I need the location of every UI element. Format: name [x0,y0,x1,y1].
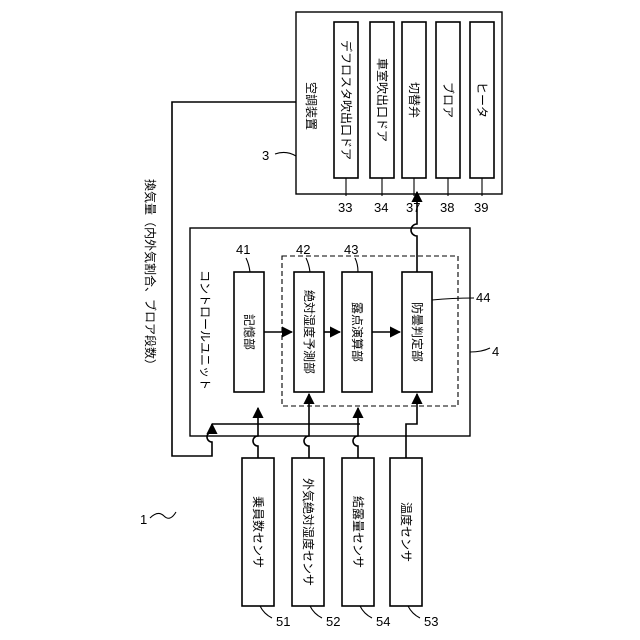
leader-53 [408,606,420,618]
leader-54 [360,606,372,618]
component-label: デフロスタ吹出口ドア [339,40,354,160]
component-label: 切替弁 [407,82,422,118]
control-unit-title: コントロールユニット [198,270,212,390]
component-label: ヒータ [475,82,489,118]
ref-54: 54 [376,614,390,629]
storage-unit: 記憶部 [234,272,264,392]
absolute-humidity-predictor: 絶対湿度予測部 [294,272,324,392]
air-conditioner: 空調装置 デフロスタ吹出口ドア 車室吹出口ドア 切替弁 ブロア ヒータ [296,12,502,194]
control-unit: コントロールユニット 記憶部 絶対湿度予測部 露点演算部 防曇判定部 [190,228,470,436]
ref-39: 39 [474,200,488,215]
dew-point-calculator: 露点演算部 [342,272,372,392]
sensor-condensation-amount: 結露量センサ [342,424,374,606]
leader-air-conditioner [275,152,296,156]
leader-52 [310,606,322,618]
ref-42: 42 [296,242,310,257]
sensor-occupant-count: 乗員数センサ [242,424,274,606]
component-switching-valve: 切替弁 [402,22,426,178]
ref-38: 38 [440,200,454,215]
sensor-label: 外気絶対湿度センサ [301,478,316,586]
ref-37: 37 [406,200,420,215]
ref-control-unit: 4 [492,344,499,359]
air-conditioner-title: 空調装置 [304,82,318,130]
sensor-label: 結露量センサ [351,496,365,568]
component-blower: ブロア [436,22,460,178]
storage-label: 記憶部 [242,314,257,350]
ref-43: 43 [344,242,358,257]
fog-determiner-label: 防曇判定部 [410,302,425,362]
figure-number: 1 [140,512,147,527]
ventilation-signal-label: 換気量（内外気割合、ブロア段数） [143,179,158,371]
dew-point-calculator-label: 露点演算部 [350,302,365,362]
component-label: 車室吹出口ドア [375,58,390,142]
sensor-outside-absolute-humidity: 外気絶対湿度センサ [292,424,324,606]
component-defroster-door: デフロスタ吹出口ドア [334,22,358,178]
leader-4 [470,348,490,352]
sensor-label: 温度センサ [399,502,414,562]
leader-51 [260,606,272,618]
ref-53: 53 [424,614,438,629]
component-cabin-outlet-door: 車室吹出口ドア [370,22,394,178]
ref-34: 34 [374,200,388,215]
figure-number-squiggle [150,512,176,518]
ref-33: 33 [338,200,352,215]
ref-51: 51 [276,614,290,629]
fog-determiner: 防曇判定部 [402,272,432,392]
ref-41: 41 [236,242,250,257]
ref-44: 44 [476,290,490,305]
absolute-humidity-predictor-label: 絶対湿度予測部 [302,290,317,374]
ref-air-conditioner: 3 [262,148,269,163]
ref-52: 52 [326,614,340,629]
component-heater: ヒータ [470,22,494,178]
sensor-label: 乗員数センサ [251,496,266,568]
component-label: ブロア [441,82,456,118]
